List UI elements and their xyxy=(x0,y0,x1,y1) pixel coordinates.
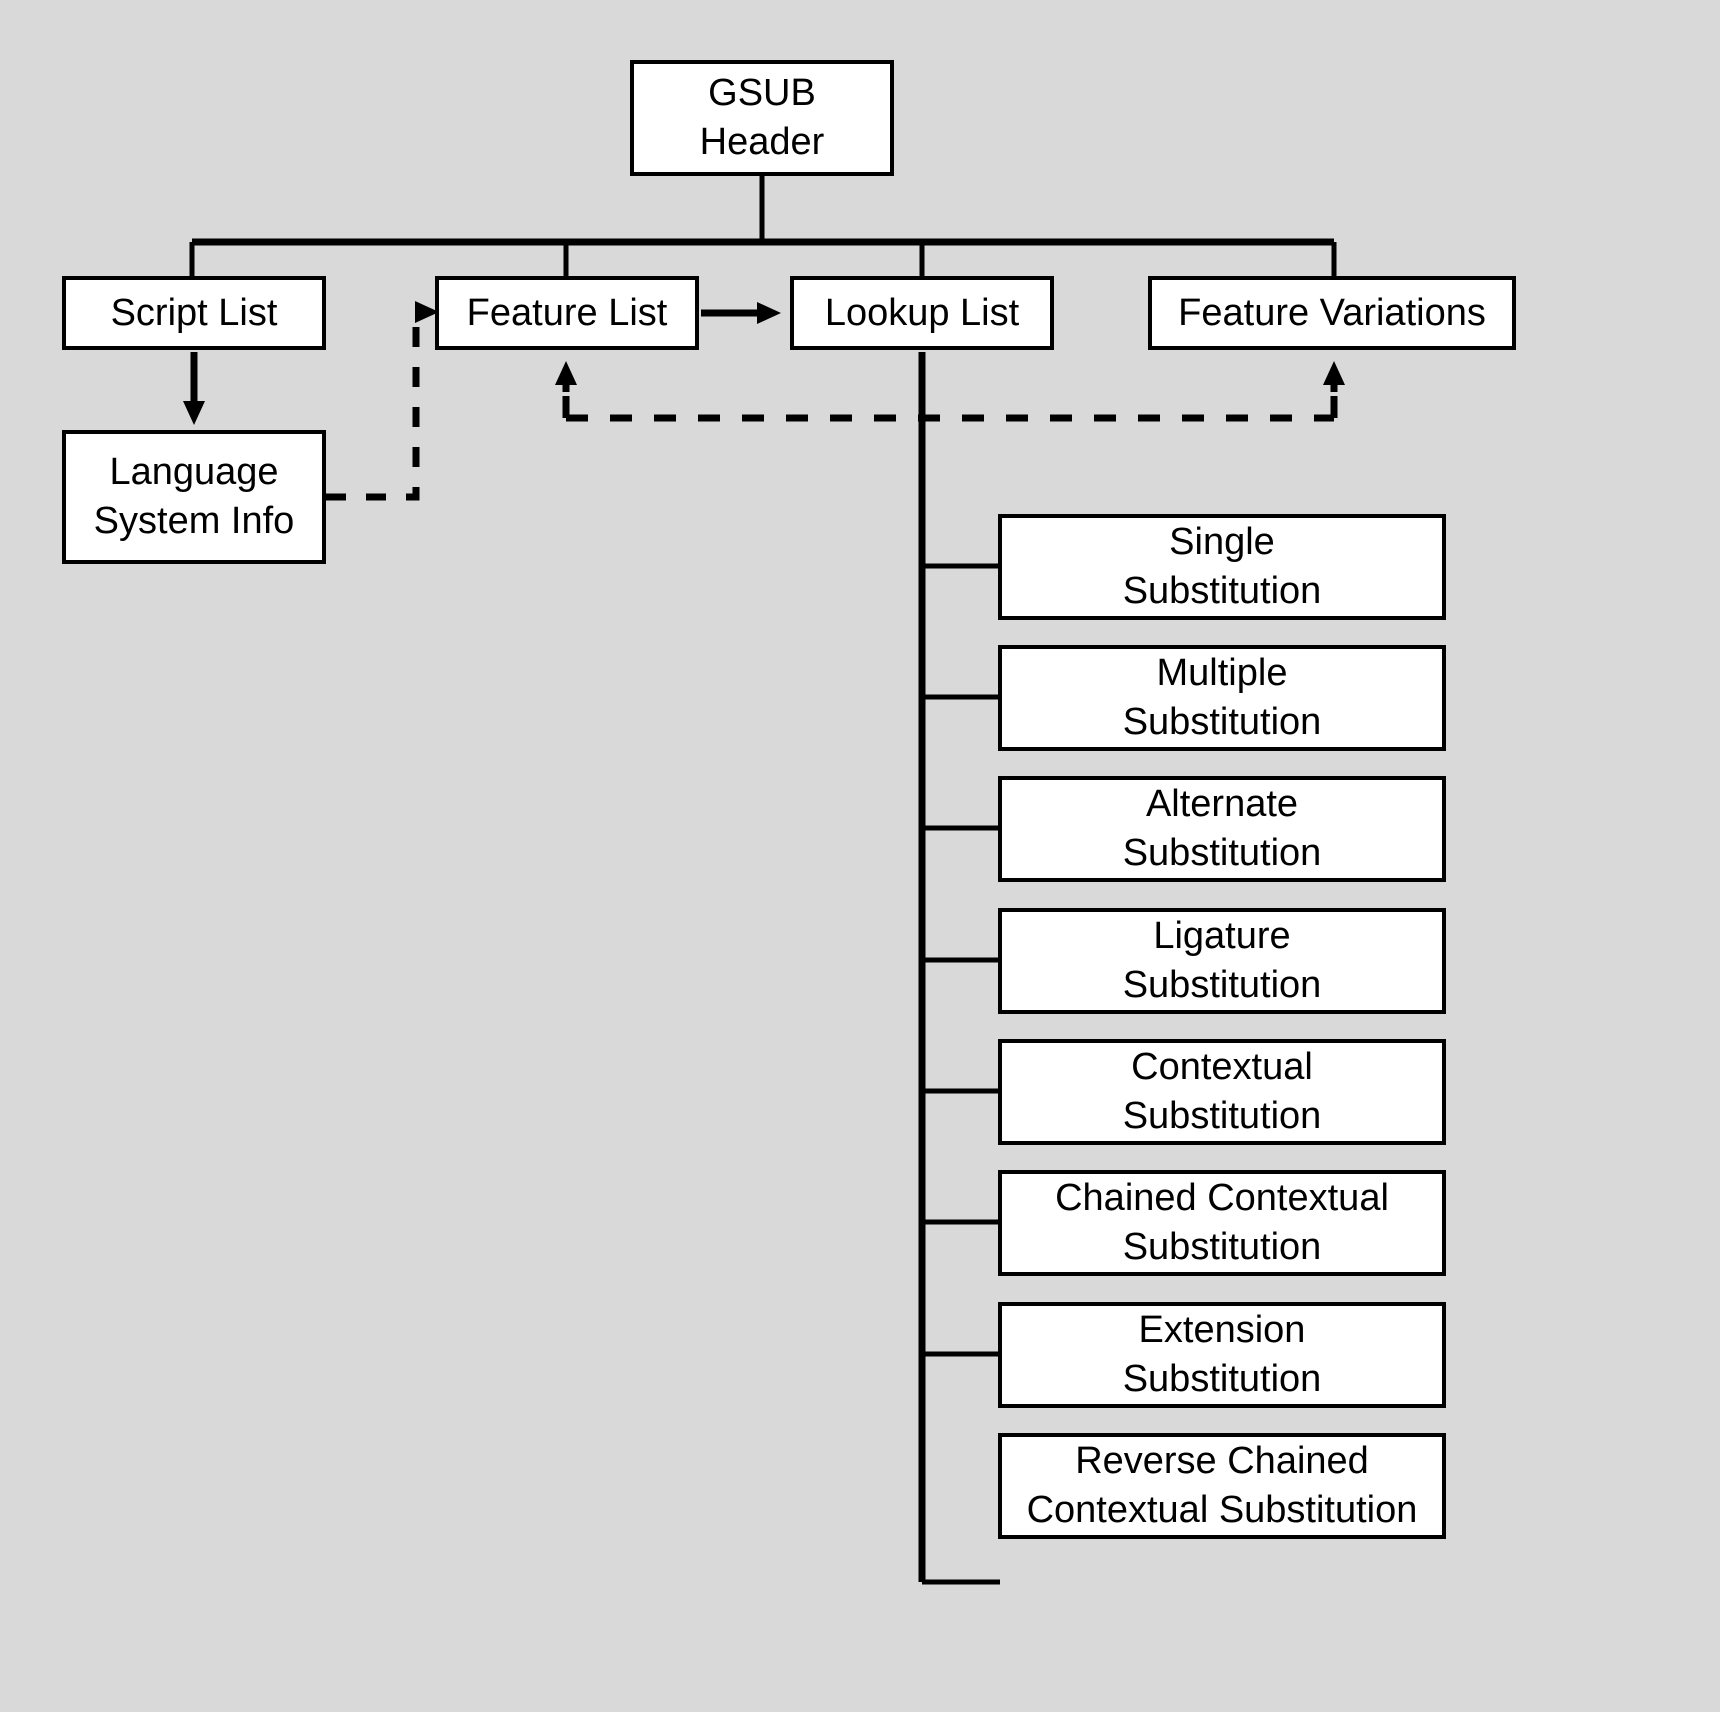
node-language-system-info-line1: Language xyxy=(109,451,279,494)
node-lookup-type-line2: Substitution xyxy=(1122,701,1322,743)
node-language-system-info[interactable]: Language System Info xyxy=(62,430,326,564)
node-lookup-type-line1: Reverse Chained xyxy=(1075,1440,1369,1483)
edge-language-system-info-to-feature-list xyxy=(326,301,439,501)
node-gsub-header-line1: GSUB xyxy=(708,72,816,115)
node-lookup-type-line1: Chained Contextual xyxy=(1055,1177,1389,1220)
node-gsub-header[interactable]: GSUB Header xyxy=(630,60,894,176)
node-lookup-type-line2: Substitution xyxy=(1122,1095,1322,1137)
node-feature-list[interactable]: Feature List xyxy=(435,276,699,350)
edge-bus xyxy=(189,238,1337,278)
node-lookup-type-line1: Ligature xyxy=(1153,915,1291,958)
node-language-system-info-line2: System Info xyxy=(93,500,295,542)
edge-lookup-list-to-lookup-types xyxy=(918,352,1000,1585)
node-lookup-type-line1: Extension xyxy=(1138,1309,1306,1352)
node-script-list-label: Script List xyxy=(110,291,278,334)
node-lookup-type-line2: Contextual Substitution xyxy=(1026,1489,1418,1531)
node-lookup-list-label: Lookup List xyxy=(824,291,1020,334)
node-lookup-type-line1: Single xyxy=(1169,521,1275,564)
node-lookup-type-line1: Multiple xyxy=(1156,652,1288,695)
node-gsub-header-line2: Header xyxy=(699,121,825,163)
edge-lookup-list-dashed-returns xyxy=(555,361,1345,422)
node-lookup-type-line1: Alternate xyxy=(1145,783,1299,826)
node-lookup-type-line2: Substitution xyxy=(1122,832,1322,874)
node-lookup-type-line2: Substitution xyxy=(1122,1358,1322,1400)
node-feature-list-label: Feature List xyxy=(466,291,668,334)
node-script-list[interactable]: Script List xyxy=(62,276,326,350)
node-lookup-type-line2: Substitution xyxy=(1122,1226,1322,1268)
node-lookup-type-line1: Contextual xyxy=(1131,1046,1313,1089)
node-lookup-type-line2: Substitution xyxy=(1122,570,1322,612)
node-lookup-list[interactable]: Lookup List xyxy=(790,276,1054,350)
node-feature-variations-label: Feature Variations xyxy=(1178,291,1486,334)
node-lookup-type-line2: Substitution xyxy=(1122,964,1322,1006)
node-feature-variations[interactable]: Feature Variations xyxy=(1148,276,1516,350)
